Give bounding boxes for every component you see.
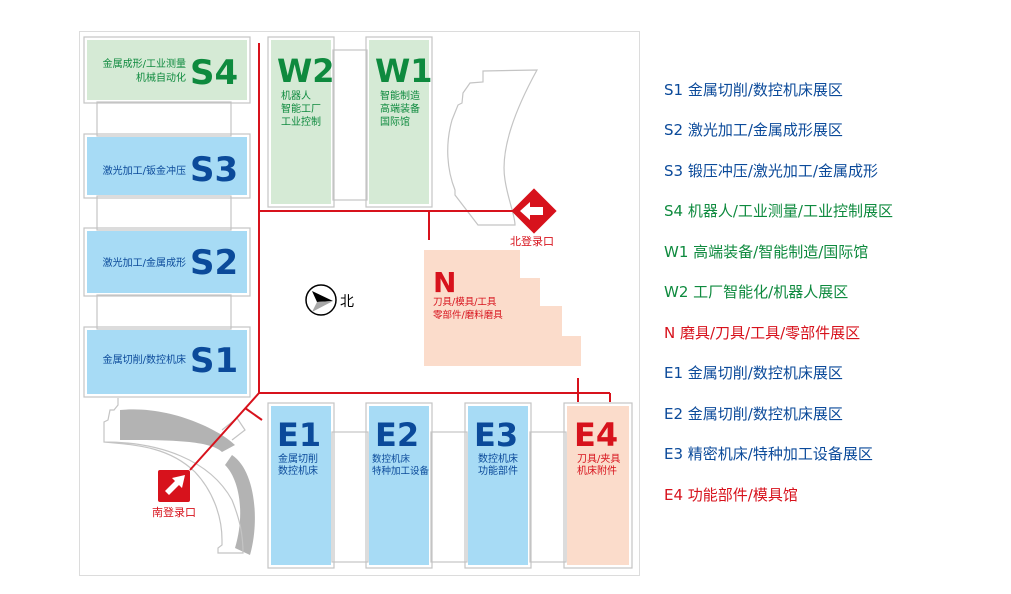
hall-n-line-1: 刀具/模具/工具 <box>433 296 497 308</box>
hall-s3-line-1: 激光加工/钣金冲压 <box>103 164 186 177</box>
south-lobby-building <box>103 398 255 555</box>
legend-item-s1: S1 金属切削/数控机床展区 <box>664 81 843 99</box>
hall-e1-code: E1 <box>277 416 321 454</box>
arrow-left-icon <box>520 202 543 220</box>
legend-item-n: N 磨具/刀具/工具/零部件展区 <box>664 324 861 342</box>
hall-s4-line-2: 机械自动化 <box>136 71 186 84</box>
hall-w2[interactable]: W2 机器人 智能工厂 工业控制 <box>271 40 335 204</box>
hall-e2-line-2: 特种加工设备 <box>372 465 430 477</box>
hall-n-line-2: 零部件/磨料磨具 <box>433 309 503 321</box>
hall-s2-line-1: 激光加工/金属成形 <box>103 256 186 269</box>
legend-item-s3: S3 锻压冲压/激光加工/金属成形 <box>664 162 878 180</box>
hall-w2-code: W2 <box>277 52 335 90</box>
south-entrance[interactable]: 南登录口 <box>152 470 196 519</box>
hall-s4[interactable]: 金属成形/工业测量 机械自动化 S4 <box>87 40 247 100</box>
legend-item-w2: W2 工厂智能化/机器人展区 <box>664 283 849 301</box>
hall-outlines <box>83 36 633 569</box>
hall-e1[interactable]: E1 金属切削 数控机床 <box>271 406 331 565</box>
hall-n-code: N <box>433 266 456 299</box>
hall-e3-code: E3 <box>474 416 518 454</box>
hall-s2-code: S2 <box>190 243 238 283</box>
hall-e3-line-2: 功能部件 <box>478 464 518 477</box>
hall-s4-line-1: 金属成形/工业测量 <box>103 57 186 70</box>
compass-label: 北 <box>340 294 354 310</box>
south-entrance-label: 南登录口 <box>152 505 196 519</box>
north-lobby-building <box>447 69 539 226</box>
hall-w2-line-2: 智能工厂 <box>281 102 321 115</box>
hall-s2[interactable]: 激光加工/金属成形 S2 <box>87 231 247 293</box>
legend-item-e1: E1 金属切削/数控机床展区 <box>664 364 843 382</box>
hall-s1[interactable]: 金属切削/数控机床 S1 <box>87 330 247 394</box>
hall-s1-code: S1 <box>190 341 238 381</box>
arrow-up-right-icon <box>165 475 185 495</box>
hall-e3[interactable]: E3 数控机床 功能部件 <box>468 406 528 565</box>
hall-e4[interactable]: E4 刀具/夹具 机床附件 <box>567 406 629 565</box>
hall-s1-line-1: 金属切削/数控机床 <box>103 353 186 366</box>
compass-arrow-icon <box>312 291 333 302</box>
hall-w2-line-1: 机器人 <box>281 89 311 102</box>
legend-item-w1: W1 高端装备/智能制造/国际馆 <box>664 243 869 261</box>
route-lines <box>189 43 611 471</box>
compass: 北 <box>305 284 354 316</box>
legend-item-e3: E3 精密机床/特种加工设备展区 <box>664 445 873 463</box>
legend-item-e4: E4 功能部件/模具馆 <box>664 486 798 504</box>
hall-e4-line-2: 机床附件 <box>577 464 617 477</box>
hall-w1[interactable]: W1 智能制造 高端装备 国际馆 <box>369 40 433 204</box>
legend-item-e2: E2 金属切削/数控机床展区 <box>664 405 843 423</box>
north-entrance[interactable]: 北登录口 <box>510 188 557 248</box>
legend-item-s2: S2 激光加工/金属成形展区 <box>664 121 843 139</box>
hall-e2-code: E2 <box>375 416 419 454</box>
hall-e4-line-1: 刀具/夹具 <box>577 452 620 465</box>
connectors <box>96 49 567 563</box>
hall-s3-code: S3 <box>190 150 238 190</box>
hall-s4-code: S4 <box>190 53 238 93</box>
hall-e2[interactable]: E2 数控机床 特种加工设备 <box>369 406 430 565</box>
hall-s3[interactable]: 激光加工/钣金冲压 S3 <box>87 137 247 195</box>
hall-e3-line-1: 数控机床 <box>478 452 518 465</box>
hall-n[interactable]: N 刀具/模具/工具 零部件/磨料磨具 <box>424 250 581 366</box>
hall-e4-code: E4 <box>574 416 618 454</box>
north-entrance-label: 北登录口 <box>510 234 554 248</box>
hall-w1-line-3: 国际馆 <box>380 115 410 128</box>
hall-w2-line-3: 工业控制 <box>281 115 321 128</box>
hall-e2-line-1: 数控机床 <box>372 453 411 465</box>
hall-w1-code: W1 <box>375 52 433 90</box>
hall-e1-line-1: 金属切削 <box>278 452 318 465</box>
hall-w1-line-2: 高端装备 <box>380 102 420 115</box>
legend-item-s4: S4 机器人/工业测量/工业控制展区 <box>664 202 893 220</box>
hall-e1-line-2: 数控机床 <box>278 464 318 477</box>
hall-w1-line-1: 智能制造 <box>380 89 420 102</box>
